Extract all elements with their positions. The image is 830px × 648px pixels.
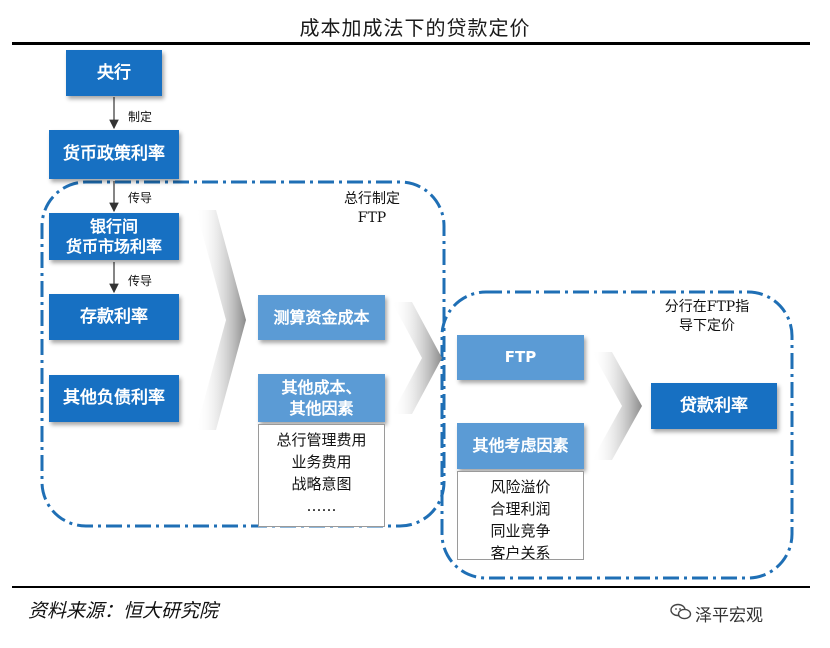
node-fund-cost: 测算资金成本 [258, 295, 385, 340]
wechat-icon [670, 603, 692, 620]
consideration-item: 风险溢价 [490, 478, 551, 496]
interbank-rate-label: 银行间 货币市场利率 [65, 216, 162, 256]
consideration-item: 同业竞争 [490, 522, 551, 540]
source-note: 资料来源：恒大研究院 [28, 600, 219, 622]
bottom-rule [12, 586, 810, 588]
branch-group-label: 分行在FTP指 导下定价 [664, 299, 750, 334]
branch-group-border [440, 290, 794, 580]
node-other-considerations: 其他考虑因素 [457, 423, 584, 469]
edge-label-set: 制定 [128, 110, 153, 124]
node-ftp: FTP [457, 335, 584, 380]
node-other-costs: 其他成本、 其他因素 [258, 374, 385, 422]
hq-group-label: 总行制定 FTP [344, 191, 400, 226]
top-rule [12, 42, 810, 45]
node-other-liability-rate: 其他负债利率 [49, 375, 179, 422]
diagram-title: 成本加成法下的贷款定价 [299, 16, 531, 40]
brand-name: 泽平宏观 [695, 606, 763, 626]
other-cost-item: 总行管理费用 [276, 431, 367, 449]
considerations-list: 风险溢价 合理利润 同业竞争 客户关系 [457, 471, 584, 562]
node-central-bank: 央行 [66, 50, 162, 96]
other-costs-label: 其他成本、 其他因素 [281, 378, 362, 418]
edge-label-transmit-1: 传导 [128, 191, 153, 205]
consideration-item: 合理利润 [490, 500, 551, 518]
other-cost-item: 战略意图 [291, 475, 352, 493]
node-policy-rate: 货币政策利率 [49, 130, 179, 179]
node-loan-rate: 贷款利率 [651, 383, 777, 429]
node-deposit-rate: 存款利率 [49, 294, 179, 340]
consideration-item: 客户关系 [490, 544, 551, 562]
chevron-arrow-3 [592, 352, 642, 460]
chevron-arrow-1 [196, 210, 246, 430]
other-cost-item: 业务费用 [291, 453, 352, 471]
chevron-arrow-2 [392, 302, 442, 414]
other-costs-list: 总行管理费用 业务费用 战略意图 …… [258, 424, 385, 527]
hq-group-border [40, 180, 446, 528]
node-interbank-rate: 银行间 货币市场利率 [49, 213, 179, 260]
edge-label-transmit-2: 传导 [128, 274, 153, 288]
other-cost-item: …… [306, 497, 337, 515]
